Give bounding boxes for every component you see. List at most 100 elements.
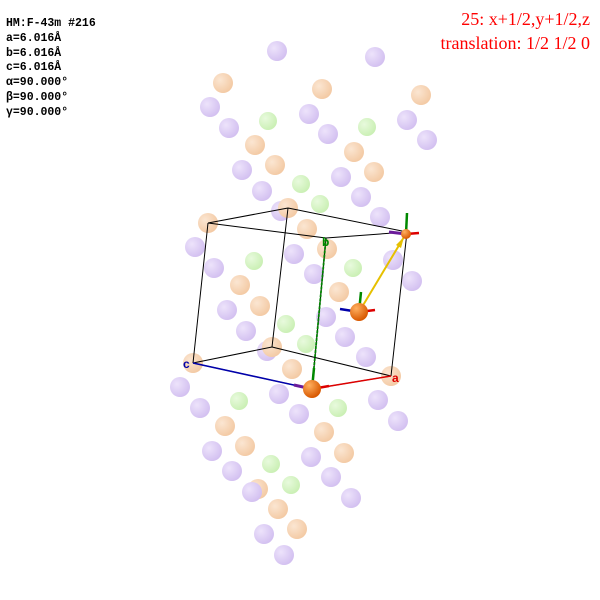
- atom[interactable]: [230, 392, 248, 410]
- cell-a-length: a=6.016Å: [6, 31, 62, 45]
- atom-layer: [170, 41, 437, 565]
- cell-alpha-angle: α=90.000°: [6, 76, 69, 90]
- cell-edge: [207, 222, 327, 239]
- highlighted-atom-center[interactable]: [339, 291, 376, 321]
- atom[interactable]: [364, 162, 384, 182]
- c-axis-line: [192, 362, 313, 390]
- symmetry-operation: 25: x+1/2,y+1/2,z: [461, 9, 590, 29]
- atom[interactable]: [268, 499, 288, 519]
- atom[interactable]: [219, 118, 239, 138]
- cell-edge: [271, 207, 289, 348]
- highlighted-atom-corner[interactable]: [388, 212, 420, 239]
- highlighted-atom-origin[interactable]: [293, 367, 330, 398]
- atom[interactable]: [250, 296, 270, 316]
- c-axis-label: c: [183, 357, 190, 371]
- translation-vector: [358, 236, 405, 313]
- atom[interactable]: [402, 271, 422, 291]
- atom[interactable]: [297, 219, 317, 239]
- atom[interactable]: [301, 447, 321, 467]
- atom[interactable]: [397, 110, 417, 130]
- atom[interactable]: [202, 441, 222, 461]
- atom[interactable]: [236, 321, 256, 341]
- atom[interactable]: [185, 237, 205, 257]
- atom[interactable]: [215, 416, 235, 436]
- atom[interactable]: [170, 377, 190, 397]
- atom[interactable]: [289, 404, 309, 424]
- atom[interactable]: [297, 335, 315, 353]
- cell-b-length: b=6.016Å: [6, 46, 62, 60]
- atom[interactable]: [341, 488, 361, 508]
- cell-c-length: c=6.016Å: [6, 61, 62, 75]
- atom[interactable]: [329, 399, 347, 417]
- atom[interactable]: [245, 135, 265, 155]
- atom[interactable]: [284, 244, 304, 264]
- atom[interactable]: [358, 118, 376, 136]
- b-axis-label: b: [322, 235, 329, 249]
- cell-edge: [271, 346, 392, 377]
- atom[interactable]: [331, 167, 351, 187]
- atom[interactable]: [335, 327, 355, 347]
- atom[interactable]: [269, 384, 289, 404]
- atom[interactable]: [417, 130, 437, 150]
- atom[interactable]: [190, 398, 210, 418]
- cell-edge: [287, 207, 408, 233]
- atom[interactable]: [282, 359, 302, 379]
- atom[interactable]: [287, 519, 307, 539]
- symmetry-translation: translation: 1/2 1/2 0: [440, 33, 590, 53]
- atom[interactable]: [204, 258, 224, 278]
- cell-beta-angle: β=90.000°: [6, 90, 69, 104]
- atom[interactable]: [356, 347, 376, 367]
- highlighted-atom[interactable]: [401, 229, 411, 239]
- cell-parameters: HM:F-43m #216 a=6.016Å b=6.016Å c=6.016Å…: [6, 17, 96, 121]
- atom[interactable]: [388, 411, 408, 431]
- atom[interactable]: [230, 275, 250, 295]
- atom[interactable]: [274, 545, 294, 565]
- cell-edge: [207, 207, 289, 224]
- atom[interactable]: [316, 307, 336, 327]
- atom[interactable]: [370, 207, 390, 227]
- atom[interactable]: [304, 264, 324, 284]
- atom[interactable]: [365, 47, 385, 67]
- atom[interactable]: [262, 455, 280, 473]
- atom[interactable]: [267, 41, 287, 61]
- cell-edge: [192, 346, 273, 364]
- atom[interactable]: [242, 482, 262, 502]
- translation-arrowhead: [396, 237, 404, 248]
- highlighted-atom[interactable]: [303, 380, 321, 398]
- atom[interactable]: [317, 239, 337, 259]
- atom[interactable]: [311, 195, 329, 213]
- atom[interactable]: [277, 315, 295, 333]
- atom[interactable]: [351, 187, 371, 207]
- atom[interactable]: [259, 112, 277, 130]
- atom[interactable]: [368, 390, 388, 410]
- atom[interactable]: [235, 436, 255, 456]
- atom[interactable]: [329, 282, 349, 302]
- atom[interactable]: [299, 104, 319, 124]
- atom[interactable]: [318, 124, 338, 144]
- atom[interactable]: [265, 155, 285, 175]
- atom[interactable]: [282, 476, 300, 494]
- atom[interactable]: [252, 181, 272, 201]
- highlighted-atom[interactable]: [350, 303, 368, 321]
- atom[interactable]: [314, 422, 334, 442]
- atom[interactable]: [213, 73, 233, 93]
- atom[interactable]: [292, 175, 310, 193]
- atom[interactable]: [245, 252, 263, 270]
- atom[interactable]: [254, 524, 274, 544]
- b-axis-line: [311, 237, 327, 390]
- cell-gamma-angle: γ=90.000°: [6, 105, 69, 119]
- atom[interactable]: [232, 160, 252, 180]
- atom[interactable]: [217, 300, 237, 320]
- a-axis-label: a: [392, 371, 399, 385]
- atom[interactable]: [344, 142, 364, 162]
- space-group-label: HM:F-43m #216: [6, 17, 96, 30]
- atom[interactable]: [334, 443, 354, 463]
- atom[interactable]: [312, 79, 332, 99]
- atom[interactable]: [222, 461, 242, 481]
- atom[interactable]: [200, 97, 220, 117]
- atom[interactable]: [321, 467, 341, 487]
- atom[interactable]: [411, 85, 431, 105]
- cell-edge: [192, 222, 209, 364]
- atom[interactable]: [344, 259, 362, 277]
